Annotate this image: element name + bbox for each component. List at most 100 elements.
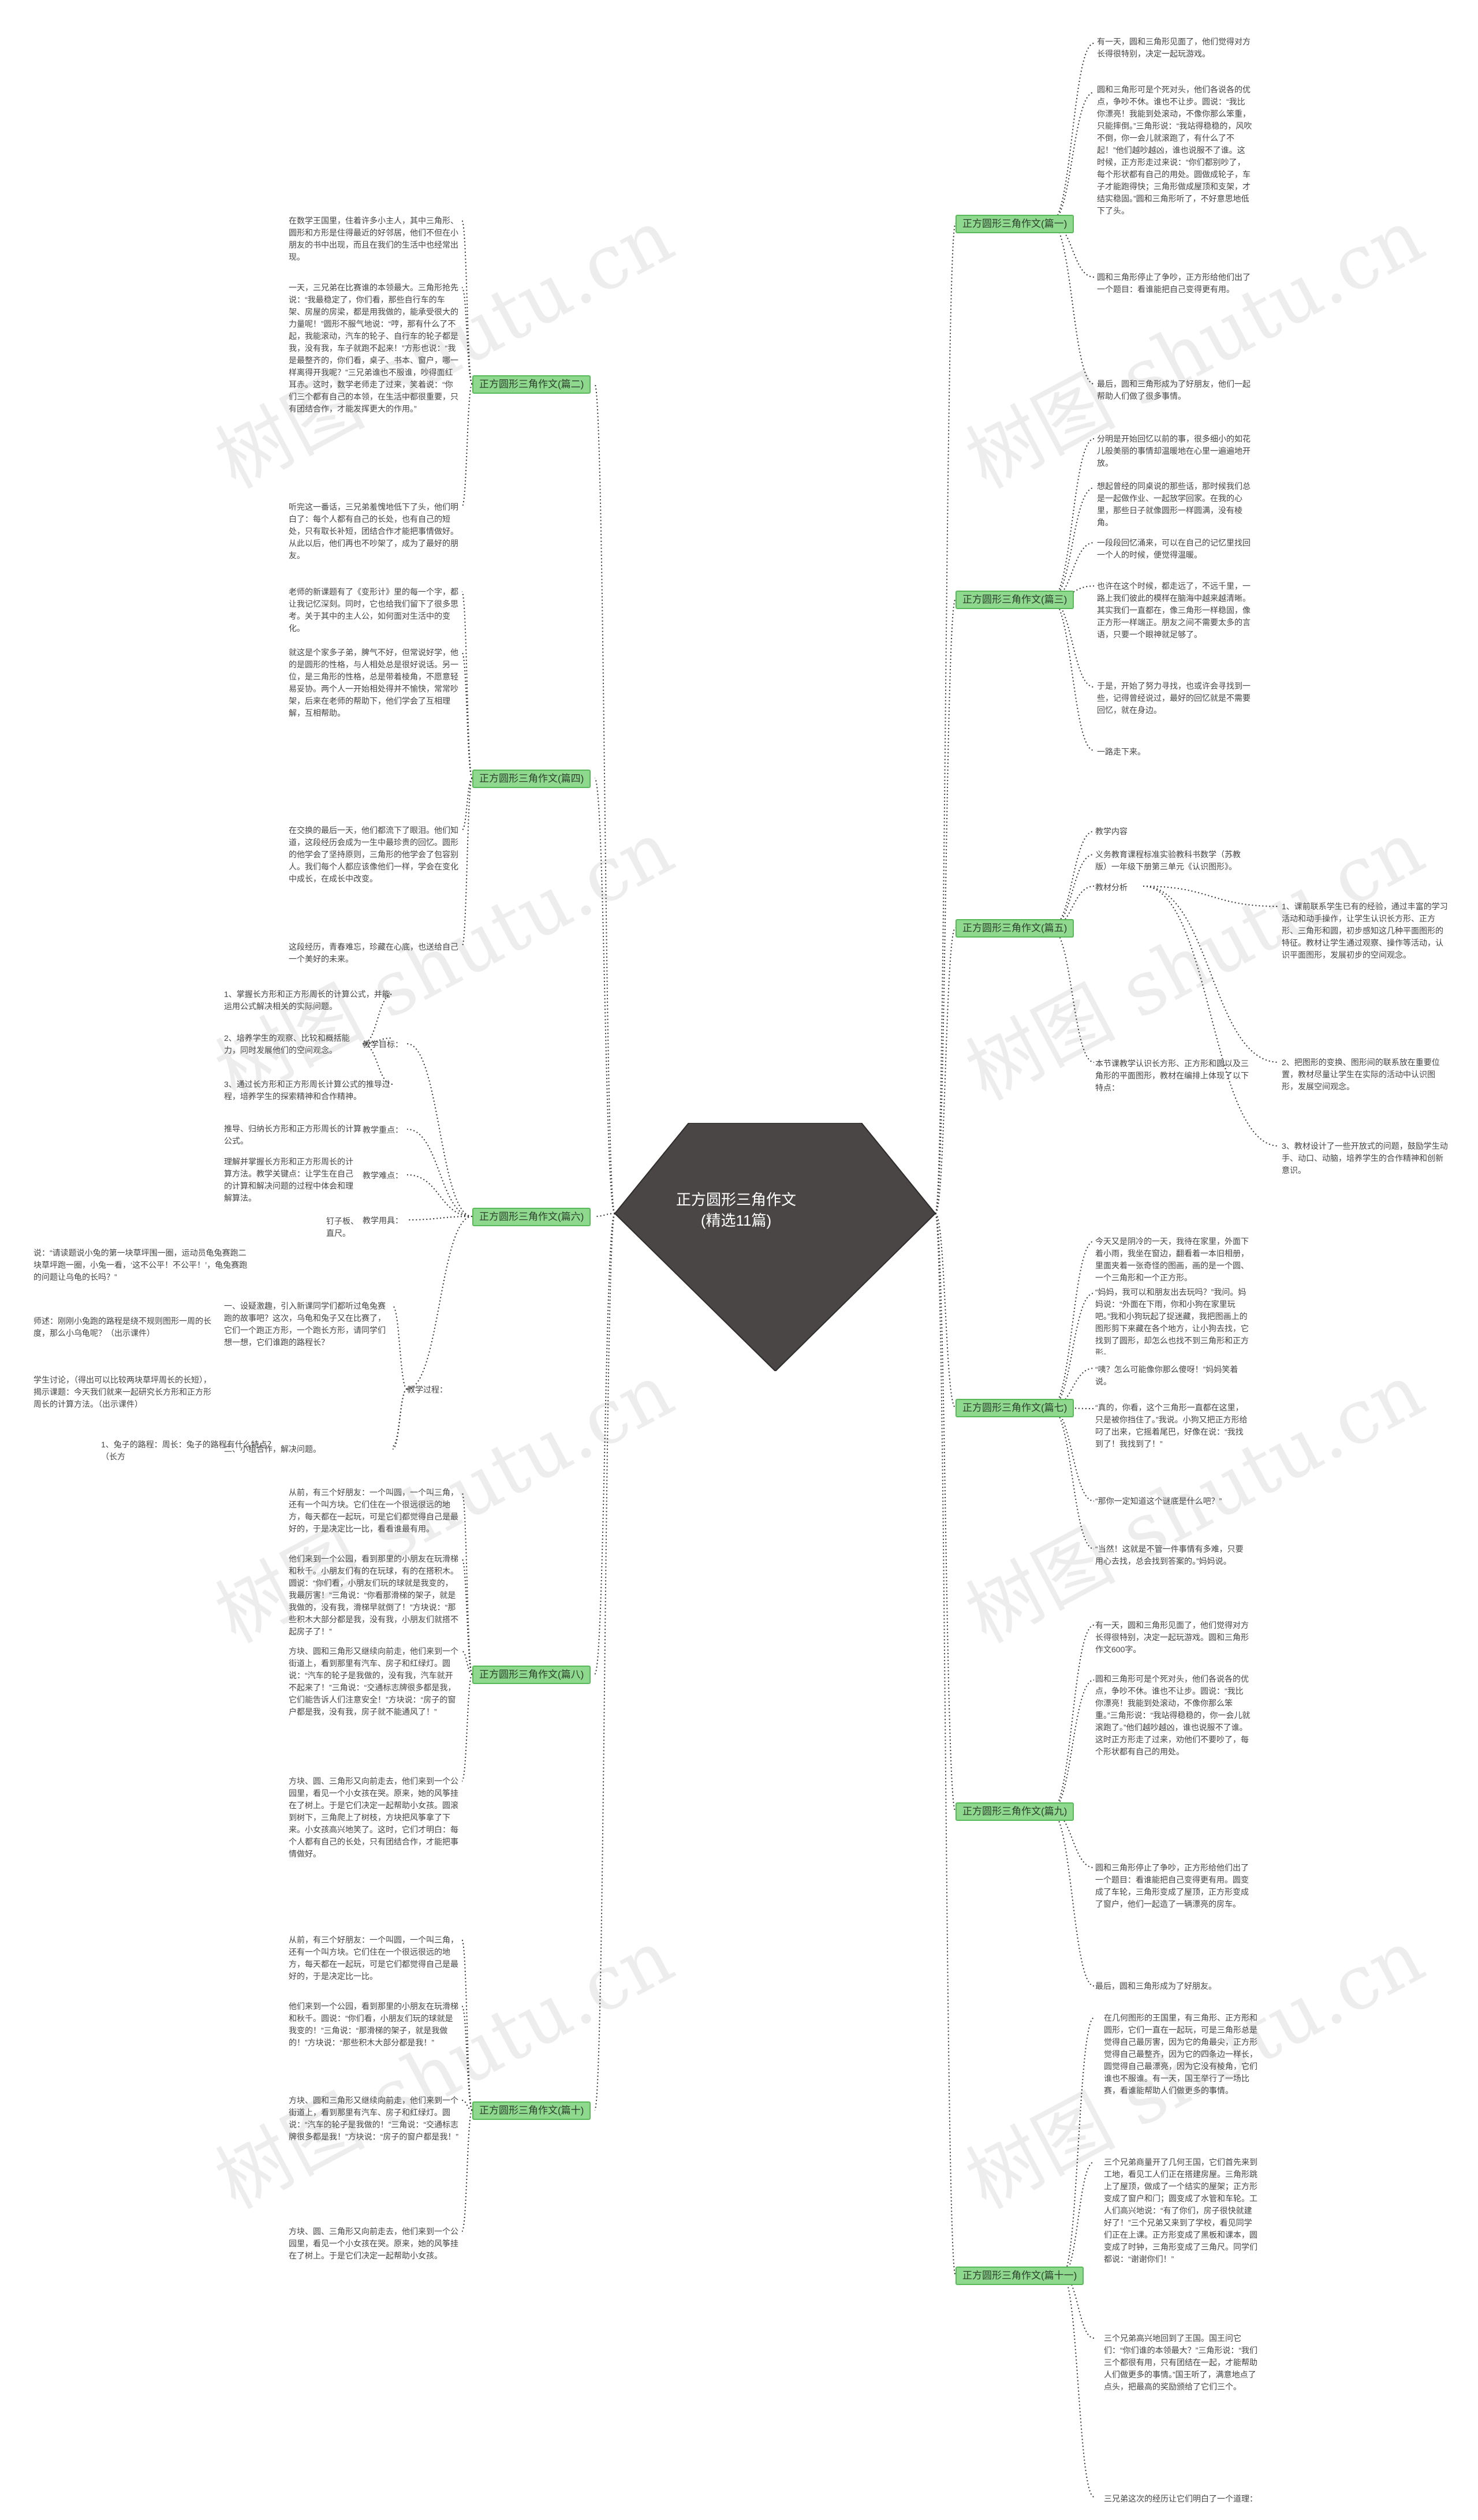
leaf-b5-4: 本节课教学认识长方形、正方形和圆以及三角形的平面图形，教材在编排上体现了以下特点… [1095,1059,1249,1092]
leaf-b8-3: 方块、圆、三角形又向前走去，他们来到一个公园里，看见一个小女孩在哭。原来，她的风… [289,1776,458,1858]
leaf-b5-2: 教材分析 [1095,883,1128,892]
leaf-b5-6: 3、教材设计了一些开放式的问题，鼓励学生动手、动口、动脑，培养学生的合作精神和创… [1282,1141,1448,1175]
leaf-b8-0: 从前，有三个好朋友：一个叫圆，一个叫三角，还有一个叫方块。它们住在一个很远很远的… [289,1488,458,1533]
topic-b5[interactable]: 正方圆形三角作文(篇五) [956,919,1074,938]
leaf-link-b5-0 [1050,831,1095,928]
leaf-b3-0: 分明是开始回忆以前的事，很多细小的如花儿般美丽的事情却温暖地在心里一遍遍地开放。 [1097,434,1251,468]
leaf-b9-2: 圆和三角形停止了争吵，正方形给他们出了一个题目：看谁能把自己变得更有用。圆变成了… [1095,1863,1249,1909]
b6-prep-label: 教学用具： [363,1216,403,1225]
leaf-b7-0: 今天又是阴冷的一天，我待在家里，外面下着小雨，我坐在窗边，翻看着一本旧相册，里面… [1095,1237,1249,1282]
leaf-link-b5-2 [1050,886,1095,928]
leaf-link-b3-1 [1050,487,1095,600]
b6-diff: 理解并掌握长方形和正方形周长的计算方法。教学关键点：让学生在自己的计算和解决问题… [224,1157,353,1203]
leaf-b7-4: “那你一定知道这个谜底是什么吧？” [1095,1496,1222,1506]
topic-b8[interactable]: 正方圆形三角作文(篇八) [472,1666,591,1684]
topic-b10[interactable]: 正方圆形三角作文(篇十) [472,2101,591,2120]
central-node[interactable] [615,1123,935,1371]
connector-b9 [935,1213,956,1812]
b6-diff-label: 教学难点： [363,1171,403,1180]
leaf-b5-0: 教学内容 [1095,827,1128,836]
b6-proc-3: 学生讨论，（得出可以比较两块草坪周长的长短），揭示课题：今天我们就来一起研究长方… [33,1375,211,1409]
leaf-b2-0: 在数学王国里，住着许多小主人，其中三角形、圆形和方形是住得最近的好邻居，他们不但… [289,216,458,262]
topic-b2[interactable]: 正方圆形三角作文(篇二) [472,375,591,394]
leaf-b7-5: “当然！这就是不管一件事情有多难，只要用心去找，总会找到答案的。”妈妈说。 [1095,1544,1244,1566]
b6-sub-link-4 [406,1216,473,1390]
leaf-link-b11-1 [1062,2161,1095,2276]
leaf-link-b3-4 [1050,599,1095,688]
leaf-b2-2: 听完这一番话，三兄弟羞愧地低下了头，他们明白了：每个人都有自己的长处，也有自己的… [289,502,458,560]
leaf-link-b7-1 [1050,1293,1095,1408]
b6-prep: 钉子板、直尺。 [326,1216,359,1238]
b6-sub-link-1 [406,1129,473,1217]
central-topic: 正方圆形三角作文(精选11篇) [675,1191,796,1229]
leaf-link-b9-1 [1050,1679,1095,1812]
leaf-link-b10-3 [461,2110,473,2232]
connector-b2 [594,383,615,1214]
leaf-link-b1-1 [1050,92,1095,223]
leaf-b10-0: 从前，有三个好朋友：一个叫圆，一个叫三角，还有一个叫方块。它们住在一个很远很远的… [289,1935,458,1981]
topic-b6[interactable]: 正方圆形三角作文(篇六) [472,1208,591,1226]
leaf-b1-3: 最后，圆和三角形成为了好朋友，他们一起帮助人们做了很多事情。 [1097,379,1251,401]
leaf-b11-2: 三个兄弟高兴地回到了王国。国王问它们：“你们谁的本领最大？”三角形说：“我们三个… [1104,2334,1257,2391]
topic-b11[interactable]: 正方圆形三角作文(篇十一) [956,2267,1084,2285]
leaf-b1-0: 有一天，圆和三角形见面了，他们觉得对方长得很特别，决定一起玩游戏。 [1097,37,1251,58]
leaf-link-b2-1 [461,287,473,384]
leaf-link-b4-1 [461,652,473,779]
connector-b1 [935,223,956,1214]
b6-sub-link-2 [406,1174,473,1217]
connector-b5 [935,927,956,1214]
connector-b4 [594,778,615,1214]
leaf-link-b4-2 [461,778,473,831]
leaf-b4-2: 在交换的最后一天，他们都流下了眼泪。他们知道，这段经历会成为一生中最珍贵的回忆。… [289,826,458,883]
leaf-link-b4-3 [461,778,473,947]
leaf-link-b7-4 [1050,1407,1095,1502]
b6-goal-label: 教学目标： [363,1040,403,1049]
topic-b7[interactable]: 正方圆形三角作文(篇七) [956,1399,1074,1417]
b6-proc-4: 二、小组合作，解决问题。 [224,1444,321,1454]
leaf-b1-2: 圆和三角形停止了争吵，正方形给他们出了一个题目：看谁能把自己变得更有用。 [1097,272,1251,294]
leaf-b4-3: 这段经历，青春难忘，珍藏在心底，也送给自己一个美好的未来。 [289,942,458,964]
leaf-link-b8-0 [461,1492,473,1675]
leaf-link-b5-sub-0 [1143,886,1279,907]
b6-goal-link-0 [362,994,393,1044]
topic-b1[interactable]: 正方圆形三角作文(篇一) [956,215,1074,233]
leaf-link-b5-1 [1050,854,1095,928]
connector-b8 [594,1213,615,1675]
leaf-b9-0: 有一天，圆和三角形见面了，他们觉得对方长得很特别，决定一起玩游戏。圆和三角形作文… [1095,1621,1249,1654]
leaf-link-b10-2 [461,2100,473,2111]
topic-b4[interactable]: 正方圆形三角作文(篇四) [472,770,591,788]
leaf-link-b2-2 [461,383,473,507]
leaf-link-b3-5 [1050,599,1095,751]
leaf-link-b8-3 [461,1674,473,1782]
b6-key-label: 教学重点： [363,1125,403,1134]
leaf-b7-3: “真的，你看，这个三角形一直都在这里，只是被你挡住了。”我说。小狗又把正方形给叼… [1095,1403,1248,1448]
b6-proc-1: 一、设疑激趣，引入新课同学们都听过龟兔赛跑的故事吧？这次，乌龟和兔子又在比赛了，… [224,1301,386,1347]
leaf-b11-0: 在几何图形的王国里，有三角形、正方形和圆形，它们一直在一起玩，可是三角形总是觉得… [1104,2013,1257,2095]
connector-b3 [935,599,956,1214]
topic-b9[interactable]: 正方圆形三角作文(篇九) [956,1802,1074,1821]
leaf-link-b5-3 [1050,927,1095,1063]
topic-b3[interactable]: 正方圆形三角作文(篇三) [956,591,1074,609]
b6-proc-5: 1、兔子的路程：周长：兔子的路程有什么特点？（长方 [101,1440,275,1461]
leaf-link-b7-0 [1050,1241,1095,1408]
b6-proc-link-0 [392,1305,408,1390]
leaf-link-b8-2 [461,1651,473,1675]
leaf-link-b5-sub-2 [1143,886,1279,1147]
leaf-b3-2: 一段段回忆涌来，可以在自己的记忆里找回一个人的时候，便觉得温暖。 [1097,538,1251,559]
leaf-b5-3: 1、课前联系学生已有的经验，通过丰富的学习活动和动手操作，让学生认识长方形、正方… [1282,902,1448,960]
b6-sub-link-0 [406,1043,473,1217]
b6-proc-0: 说：“请读题说小兔的第一块草坪围一圈，运动员龟兔赛跑二块草坪跑一圈，小兔一看，‘… [33,1248,248,1282]
leaf-link-b4-0 [461,591,473,779]
leaf-link-b11-0 [1062,2017,1095,2276]
leaf-b3-1: 想起曾经的同桌说的那些话，那时候我们总是一起做作业、一起放学回家。在我的心里，那… [1097,481,1251,527]
leaf-link-b1-0 [1050,43,1095,223]
leaf-link-b3-0 [1050,438,1095,600]
leaf-b9-3: 最后，圆和三角形成为了好朋友。 [1095,1981,1216,1991]
leaf-link-b7-5 [1050,1407,1095,1550]
leaf-link-b5-sub-1 [1143,886,1279,1063]
leaf-b8-1: 他们来到一个公园，看到那里的小朋友在玩滑梯和秋千。小朋友们有的在玩球，有的在搭积… [289,1554,458,1636]
leaf-link-b8-1 [461,1558,473,1675]
b6-proc-label: 教学过程： [407,1385,447,1394]
leaf-b10-3: 方块、圆、三角形又向前走去，他们来到一个公园里，看见一个小女孩在哭。原来，她的风… [289,2227,458,2260]
